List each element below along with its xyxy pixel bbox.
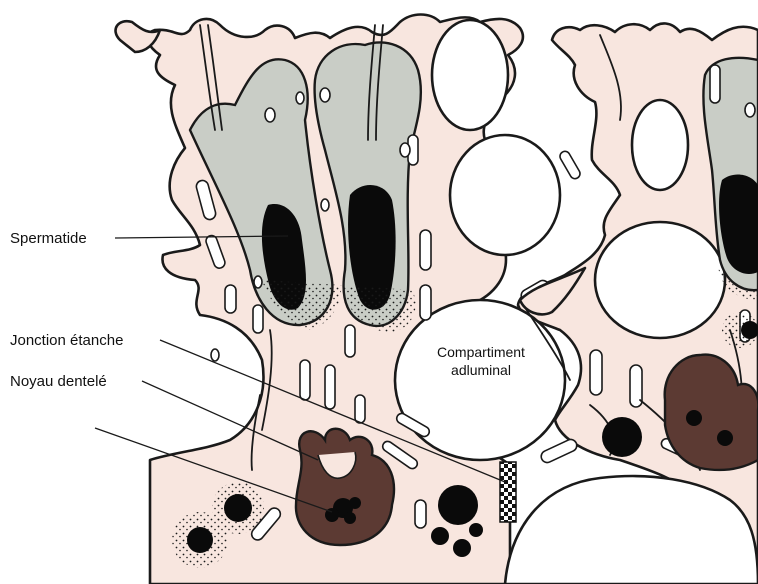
lumen-right-small <box>632 100 688 190</box>
label-spermatide: Spermatide <box>10 230 87 247</box>
tight-junction <box>500 462 516 522</box>
label-noyau-dentele: Noyau dentelé <box>10 373 107 390</box>
lumen-right-middle <box>595 222 725 338</box>
label-adluminal: adluminal <box>451 362 511 378</box>
label-jonction-etanche: Jonction étanche <box>10 332 123 349</box>
lumen-top-middle <box>432 20 508 130</box>
lumen-upper-middle <box>450 135 560 255</box>
label-compartiment: Compartiment <box>437 344 525 360</box>
